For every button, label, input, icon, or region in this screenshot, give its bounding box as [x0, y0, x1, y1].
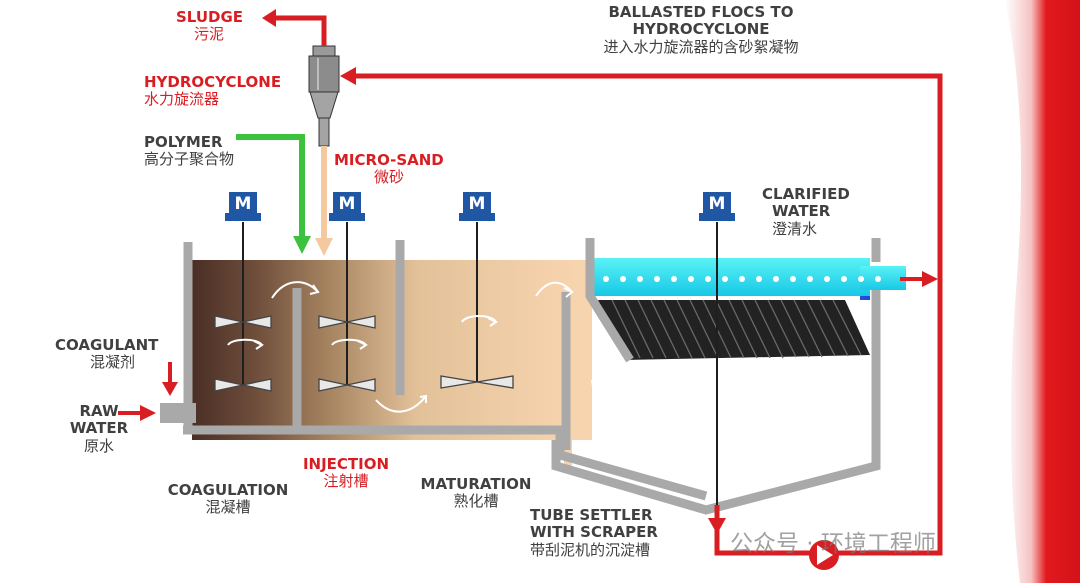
motor-symbol: M: [235, 194, 252, 214]
flow-arrows: [227, 281, 636, 423]
mixer-coagulation: [214, 222, 272, 392]
raw-water-arrow: [118, 405, 156, 421]
label-hydrocyclone: HYDROCYCLONE 水力旋流器: [144, 73, 282, 109]
label-tube-settler: TUBE SETTLER WITH SCRAPER 带刮泥机的沉淀槽: [530, 506, 658, 559]
hydrocyclone: [308, 45, 340, 147]
recirculation-pump: [809, 540, 839, 570]
label-polymer: POLYMER 高分子聚合物: [144, 133, 235, 169]
mixer-injection: [318, 222, 376, 392]
motor-symbol: M: [709, 194, 726, 214]
polymer-arrow: [236, 134, 311, 254]
label-micro-sand: MICRO-SAND 微砂: [334, 151, 444, 187]
motor-scraper: M: [699, 192, 735, 221]
label-maturation: MATURATION 熟化槽: [420, 475, 532, 511]
recycle-loop: [340, 67, 943, 556]
bubbles: [603, 276, 881, 282]
motor-symbol: M: [339, 194, 356, 214]
label-raw-water: RAW WATER 原水: [69, 402, 129, 455]
tube-settler-lamellas: [598, 299, 870, 360]
watermark: 公众号 · 环境工程师: [730, 531, 936, 557]
label-coagulant: COAGULANT 混凝剂: [55, 336, 159, 372]
motor-injection: M: [329, 192, 365, 221]
decorative-band: [1005, 0, 1080, 583]
clarified-outlet-arrow: [900, 271, 938, 287]
motor-maturation: M: [459, 192, 495, 221]
motor-symbol: M: [469, 194, 486, 214]
label-sludge: SLUDGE 污泥: [176, 8, 244, 44]
clarified-water-outlet: [860, 266, 906, 290]
micro-sand-arrow: [315, 146, 333, 256]
sludge-arrow: [262, 9, 327, 46]
raw-water-inlet: [160, 403, 196, 423]
label-coagulation: COAGULATION 混凝槽: [167, 481, 289, 517]
coagulant-arrow: [162, 362, 178, 396]
motor-coagulation: M: [225, 192, 261, 221]
label-injection: INJECTION 注射槽: [302, 455, 390, 491]
mixer-maturation: [440, 222, 514, 389]
label-ballasted-flocs: BALLASTED FLOCS TO HYDROCYCLONE 进入水力旋流器的…: [603, 3, 799, 56]
label-clarified-water: CLARIFIED WATER 澄清水: [762, 185, 850, 238]
tank-walls: [183, 238, 881, 515]
